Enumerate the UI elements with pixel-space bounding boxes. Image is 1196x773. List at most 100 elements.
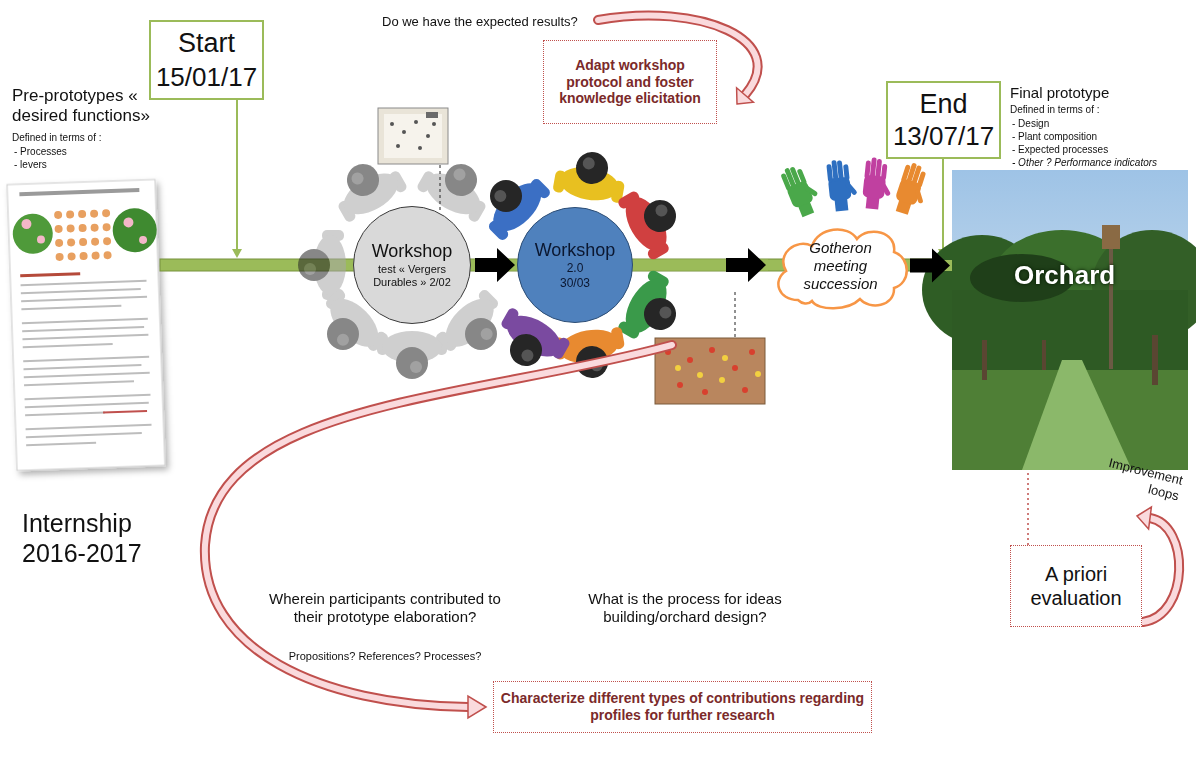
illustration-part <box>90 210 98 218</box>
node-text: 2.0 30/03 <box>555 261 595 290</box>
list-item: - Expected processes <box>1012 144 1108 156</box>
node-text: 13/07/17 <box>893 121 994 152</box>
illustration-part <box>90 224 98 232</box>
illustration-part <box>1137 507 1151 529</box>
illustration-part <box>78 224 86 232</box>
illustration-part <box>25 394 151 400</box>
illustration-part <box>378 108 448 164</box>
list-item: - levers <box>14 159 47 171</box>
illustration-part <box>21 296 147 302</box>
illustration-part <box>396 144 400 148</box>
node-text: Adapt workshop protocol and foster knowl… <box>552 57 708 107</box>
illustration-part <box>123 217 133 227</box>
illustration-part <box>687 357 693 363</box>
illustration-part <box>103 237 111 245</box>
illustration-part <box>826 158 860 212</box>
raised-hands <box>779 157 934 219</box>
improvement-loop-arrow <box>1137 507 1179 622</box>
orchard-node: Orchard <box>952 170 1188 470</box>
illustration-part <box>103 410 147 414</box>
illustration-part <box>22 318 148 324</box>
illustration-part <box>414 120 418 124</box>
illustration-part <box>390 122 394 126</box>
question-text: Wherein participants contributed to thei… <box>260 590 510 626</box>
illustration-part <box>23 343 113 348</box>
end-leader <box>942 158 944 250</box>
illustration-part <box>426 112 438 118</box>
illustration-part <box>384 114 442 158</box>
illustration-part <box>67 238 75 246</box>
illustration-part <box>25 402 149 408</box>
illustration-part <box>54 209 112 261</box>
document-illustration <box>7 180 165 471</box>
action-box: Characterize different types of contribu… <box>493 681 872 733</box>
illustration-part <box>675 365 681 371</box>
illustration-part <box>23 364 141 370</box>
illustration-part <box>21 305 121 310</box>
photo-leader <box>735 290 736 337</box>
illustration-part <box>54 225 62 233</box>
photo-leader <box>440 165 441 211</box>
illustration-part <box>755 371 761 377</box>
node-text: Workshop <box>372 241 453 263</box>
loop-label: Improvement loops <box>1090 452 1185 504</box>
illustration-part <box>952 170 1188 470</box>
arrow-head <box>475 248 515 282</box>
node-text: End <box>919 88 967 120</box>
illustration-part <box>112 207 158 253</box>
illustration-part <box>66 224 74 232</box>
illustration-part <box>21 280 153 446</box>
illustration-part <box>426 134 430 138</box>
illustration-part <box>66 210 74 218</box>
workshop-circle: Workshoptest « Vergers Durables » 2/02 <box>353 206 471 324</box>
illustration-part <box>24 372 150 378</box>
illustration-part <box>737 88 754 104</box>
note-text: Defined in terms of : <box>1010 104 1099 116</box>
node-text: 15/01/17 <box>156 62 257 93</box>
illustration-part <box>298 230 346 300</box>
illustration-part <box>552 146 629 205</box>
illustration-part <box>91 237 99 245</box>
node-text: A priori evaluation <box>1017 562 1135 610</box>
illustration-part <box>665 347 755 395</box>
illustration-part <box>91 251 99 259</box>
illustration-part <box>26 424 152 430</box>
illustration-part <box>402 130 406 134</box>
illustration-part <box>21 219 31 229</box>
illustration-part <box>732 365 738 371</box>
illustration-part <box>432 122 436 126</box>
illustration-part <box>205 345 672 707</box>
workshop-circle: Workshop2.0 30/03 <box>517 207 633 323</box>
illustration-part <box>26 442 96 446</box>
illustration-part <box>1143 518 1179 622</box>
illustration-part <box>468 696 486 718</box>
illustration-part <box>891 161 934 219</box>
playmobil-figures-grey <box>298 149 517 379</box>
section-heading: Final prototype <box>1010 84 1109 102</box>
workshop-photo-1 <box>378 108 448 164</box>
illustration-part <box>55 253 63 261</box>
illustration-part <box>25 411 105 416</box>
illustration-part <box>749 349 755 355</box>
illustration-part <box>102 223 110 231</box>
illustration-part <box>22 334 148 340</box>
research-arrow <box>205 345 672 718</box>
illustration-part <box>702 389 708 395</box>
connector <box>633 248 768 282</box>
illustration-part <box>20 272 80 277</box>
illustration-part <box>675 355 761 383</box>
illustration-part <box>1143 518 1179 622</box>
list-item: - Other ? Performance indicators <box>1012 157 1157 169</box>
milestone-box: Start15/01/17 <box>149 20 264 100</box>
meeting-cloud: Gotheron meeting succession <box>768 218 913 313</box>
note-text: Defined in terms of : <box>12 132 101 144</box>
illustration-part <box>55 239 63 247</box>
connector <box>1028 470 1029 545</box>
node-text: Characterize different types of contribu… <box>500 690 865 724</box>
illustration-part <box>139 236 147 244</box>
question-text: What is the process for ideas building/o… <box>565 590 805 626</box>
illustration-part <box>1102 225 1120 249</box>
evaluation-box: A priori evaluation <box>1010 545 1142 627</box>
node-text: Workshop <box>535 240 616 262</box>
start-leader <box>236 100 238 250</box>
